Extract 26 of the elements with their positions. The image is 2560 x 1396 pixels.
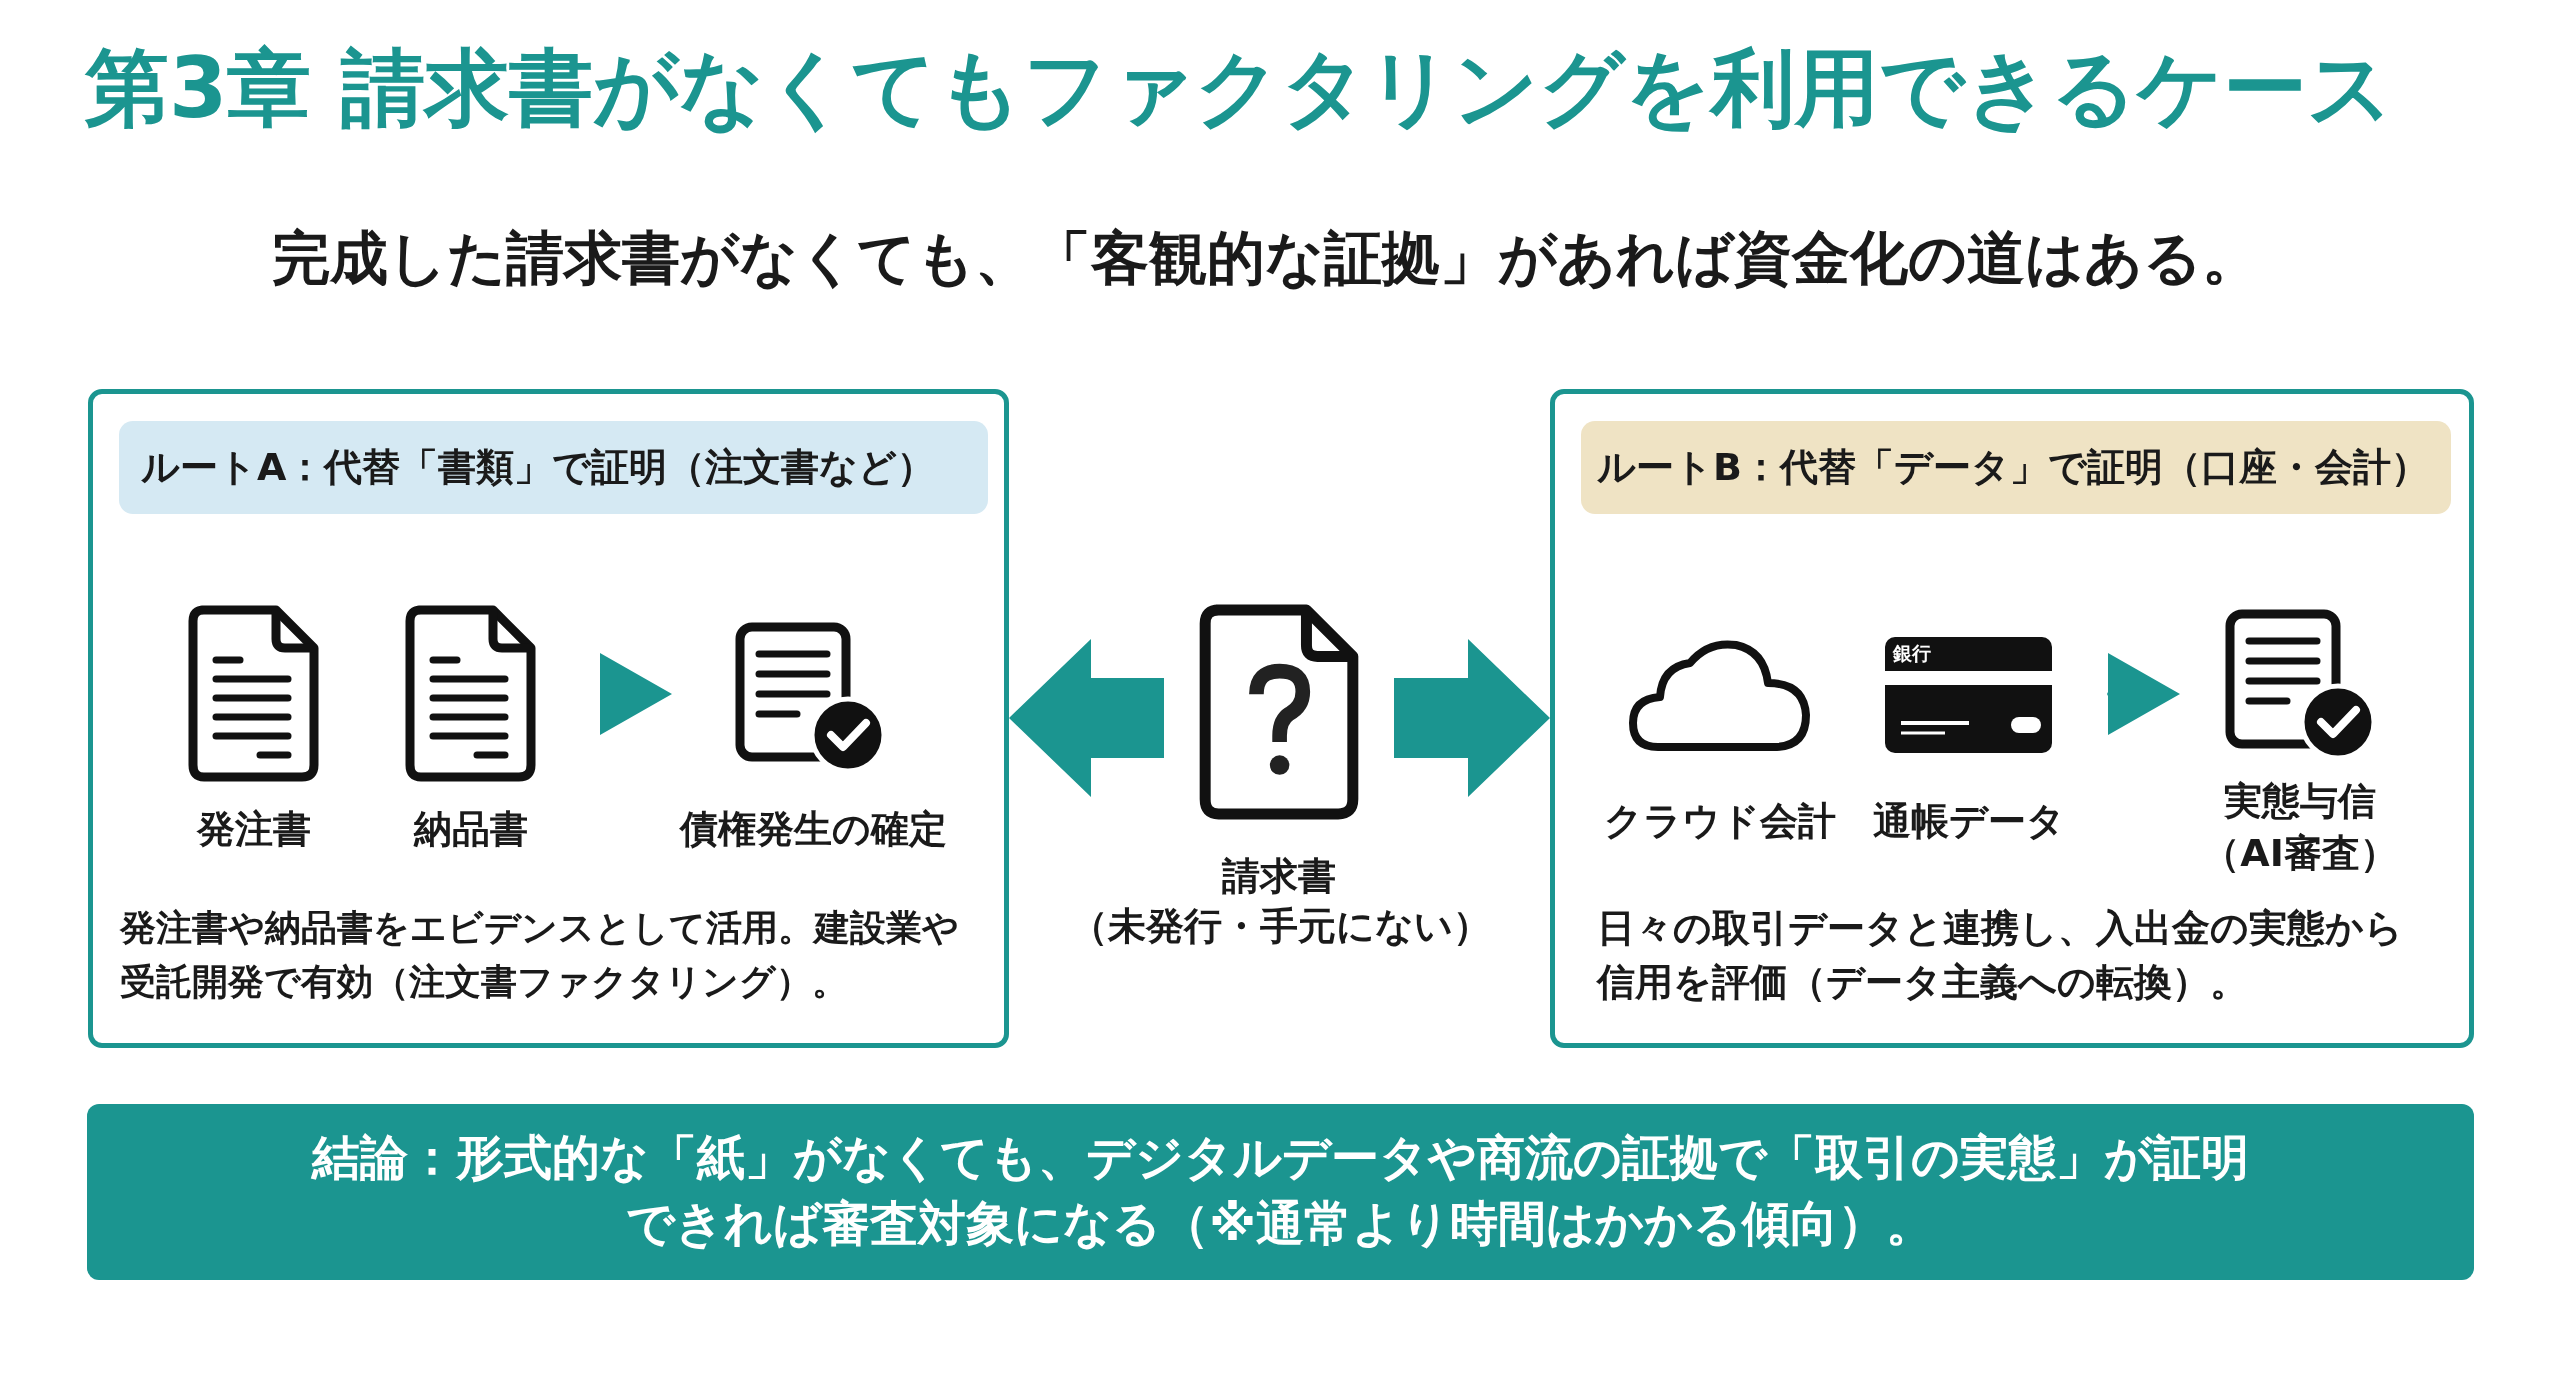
title: 第3章 請求書がなくてもファクタリングを利用できるケース xyxy=(85,38,2393,139)
route-panel xyxy=(1550,389,2474,1048)
card-caption: 銀行 xyxy=(1893,641,1932,666)
route-heading: ルートB：代替「データ」で証明（口座・会計） xyxy=(1597,444,2430,491)
subtitle: 完成した請求書がなくても、「客観的な証拠」があれば資金化の道はある。 xyxy=(271,223,2261,294)
conclusion-banner xyxy=(87,1104,2474,1280)
block-arrow xyxy=(1009,639,1164,797)
chevron-arrow xyxy=(600,653,672,735)
item-label: 債権発生の確定 xyxy=(678,806,948,853)
document-label: 納品書 xyxy=(412,806,529,853)
conclusion-text: 結論：形式的な「紙」がなくても、デジタルデータや商流の証拠で「取引の実態」が証明できれば審査対象になる（※通常より時間はかかる傾向）。 xyxy=(310,1128,2250,1253)
item-note: （AI審査） xyxy=(2201,830,2399,877)
route-heading: ルートA：代替「書類」で証明（注文書など） xyxy=(141,444,937,491)
item-label: 実態与信 xyxy=(2223,778,2377,825)
description-text: 発注書や納品書をエビデンスとして活用。建設業や受託開発で有効（注文書ファクタリング）。 xyxy=(120,906,960,1004)
item-label: 通帳データ xyxy=(1871,798,2066,845)
invoice-label: 請求書 xyxy=(1221,853,1337,900)
document-label: 発注書 xyxy=(195,806,312,853)
description-text: 日々の取引データと連携し、入出金の実態から信用を評価（データ主義への転換）。 xyxy=(1597,905,2404,1006)
route-panel xyxy=(88,389,1009,1048)
invoice-note: （未発行・手元にない） xyxy=(1068,903,1492,950)
route-header-band xyxy=(1581,421,2451,514)
item-label: クラウド会計 xyxy=(1602,798,1837,845)
route-header-band xyxy=(119,421,988,514)
block-arrow xyxy=(1394,639,1550,797)
chevron-arrow xyxy=(2107,653,2180,735)
